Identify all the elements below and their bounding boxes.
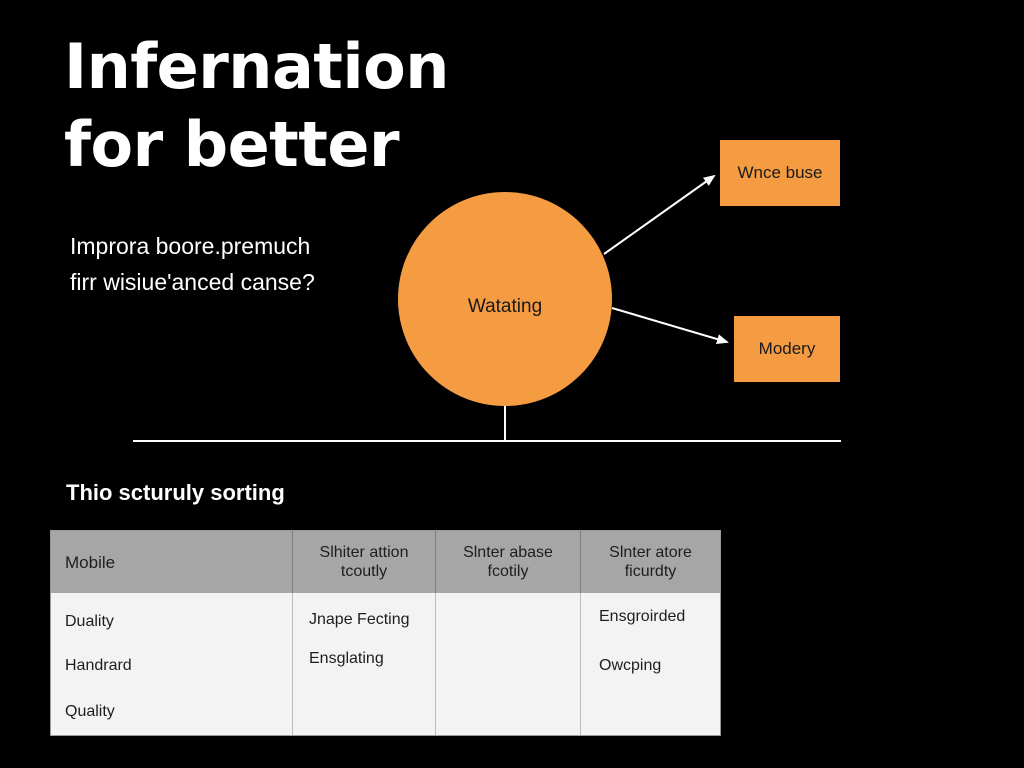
title-line-2: for better [64,108,400,181]
flow-diagram [133,174,841,442]
page-title: Infernation for better [64,28,524,184]
table-cell: Jnape Fecting [309,611,410,628]
center-node-label: Watating [467,296,543,317]
data-table: Mobile Slhiter attion tcoutly Slnter aba… [50,530,721,736]
table-column-2: Jnape Fecting Ensglating [293,593,436,735]
table-cell: Handrard [65,657,132,674]
section-title: Thio scturuly sorting [66,480,285,505]
bottom-node: Modery [734,316,840,382]
top-node: Wnce buse [720,140,840,206]
table-cell: Ensglating [309,650,384,667]
subtitle-line-2: firr wisiue'anced canse? [70,269,315,295]
title-line-1: Infernation [64,30,449,103]
table-cell: Owcping [599,657,662,674]
table-header: Mobile Slhiter attion tcoutly Slnter aba… [51,531,720,593]
table-column-4: Ensgroirded Owcping [581,593,720,735]
table-cell: Ensgroirded [599,608,686,625]
arrow-to-top-box [603,174,716,255]
table-cell: Quality [65,703,115,720]
column-header-3: Slnter abase fcotily [436,531,581,593]
center-node [398,192,612,406]
column-header-mobile: Mobile [51,531,293,593]
table-body: Duality Handrard Quality Jnape Fecting E… [51,593,720,735]
table-column-3 [436,593,581,735]
table-column-1: Duality Handrard Quality [51,593,293,735]
column-header-4: Slnter atore ficurdty [609,544,692,580]
table-cell: Duality [65,613,114,630]
subtitle-line-1: Improra boore.premuch [70,233,311,259]
subtitle: Improra boore.premuch firr wisiue'anced … [70,228,390,300]
column-header-2: Slhiter attion tcoutly [293,531,436,593]
arrow-to-bottom-box [611,307,729,344]
